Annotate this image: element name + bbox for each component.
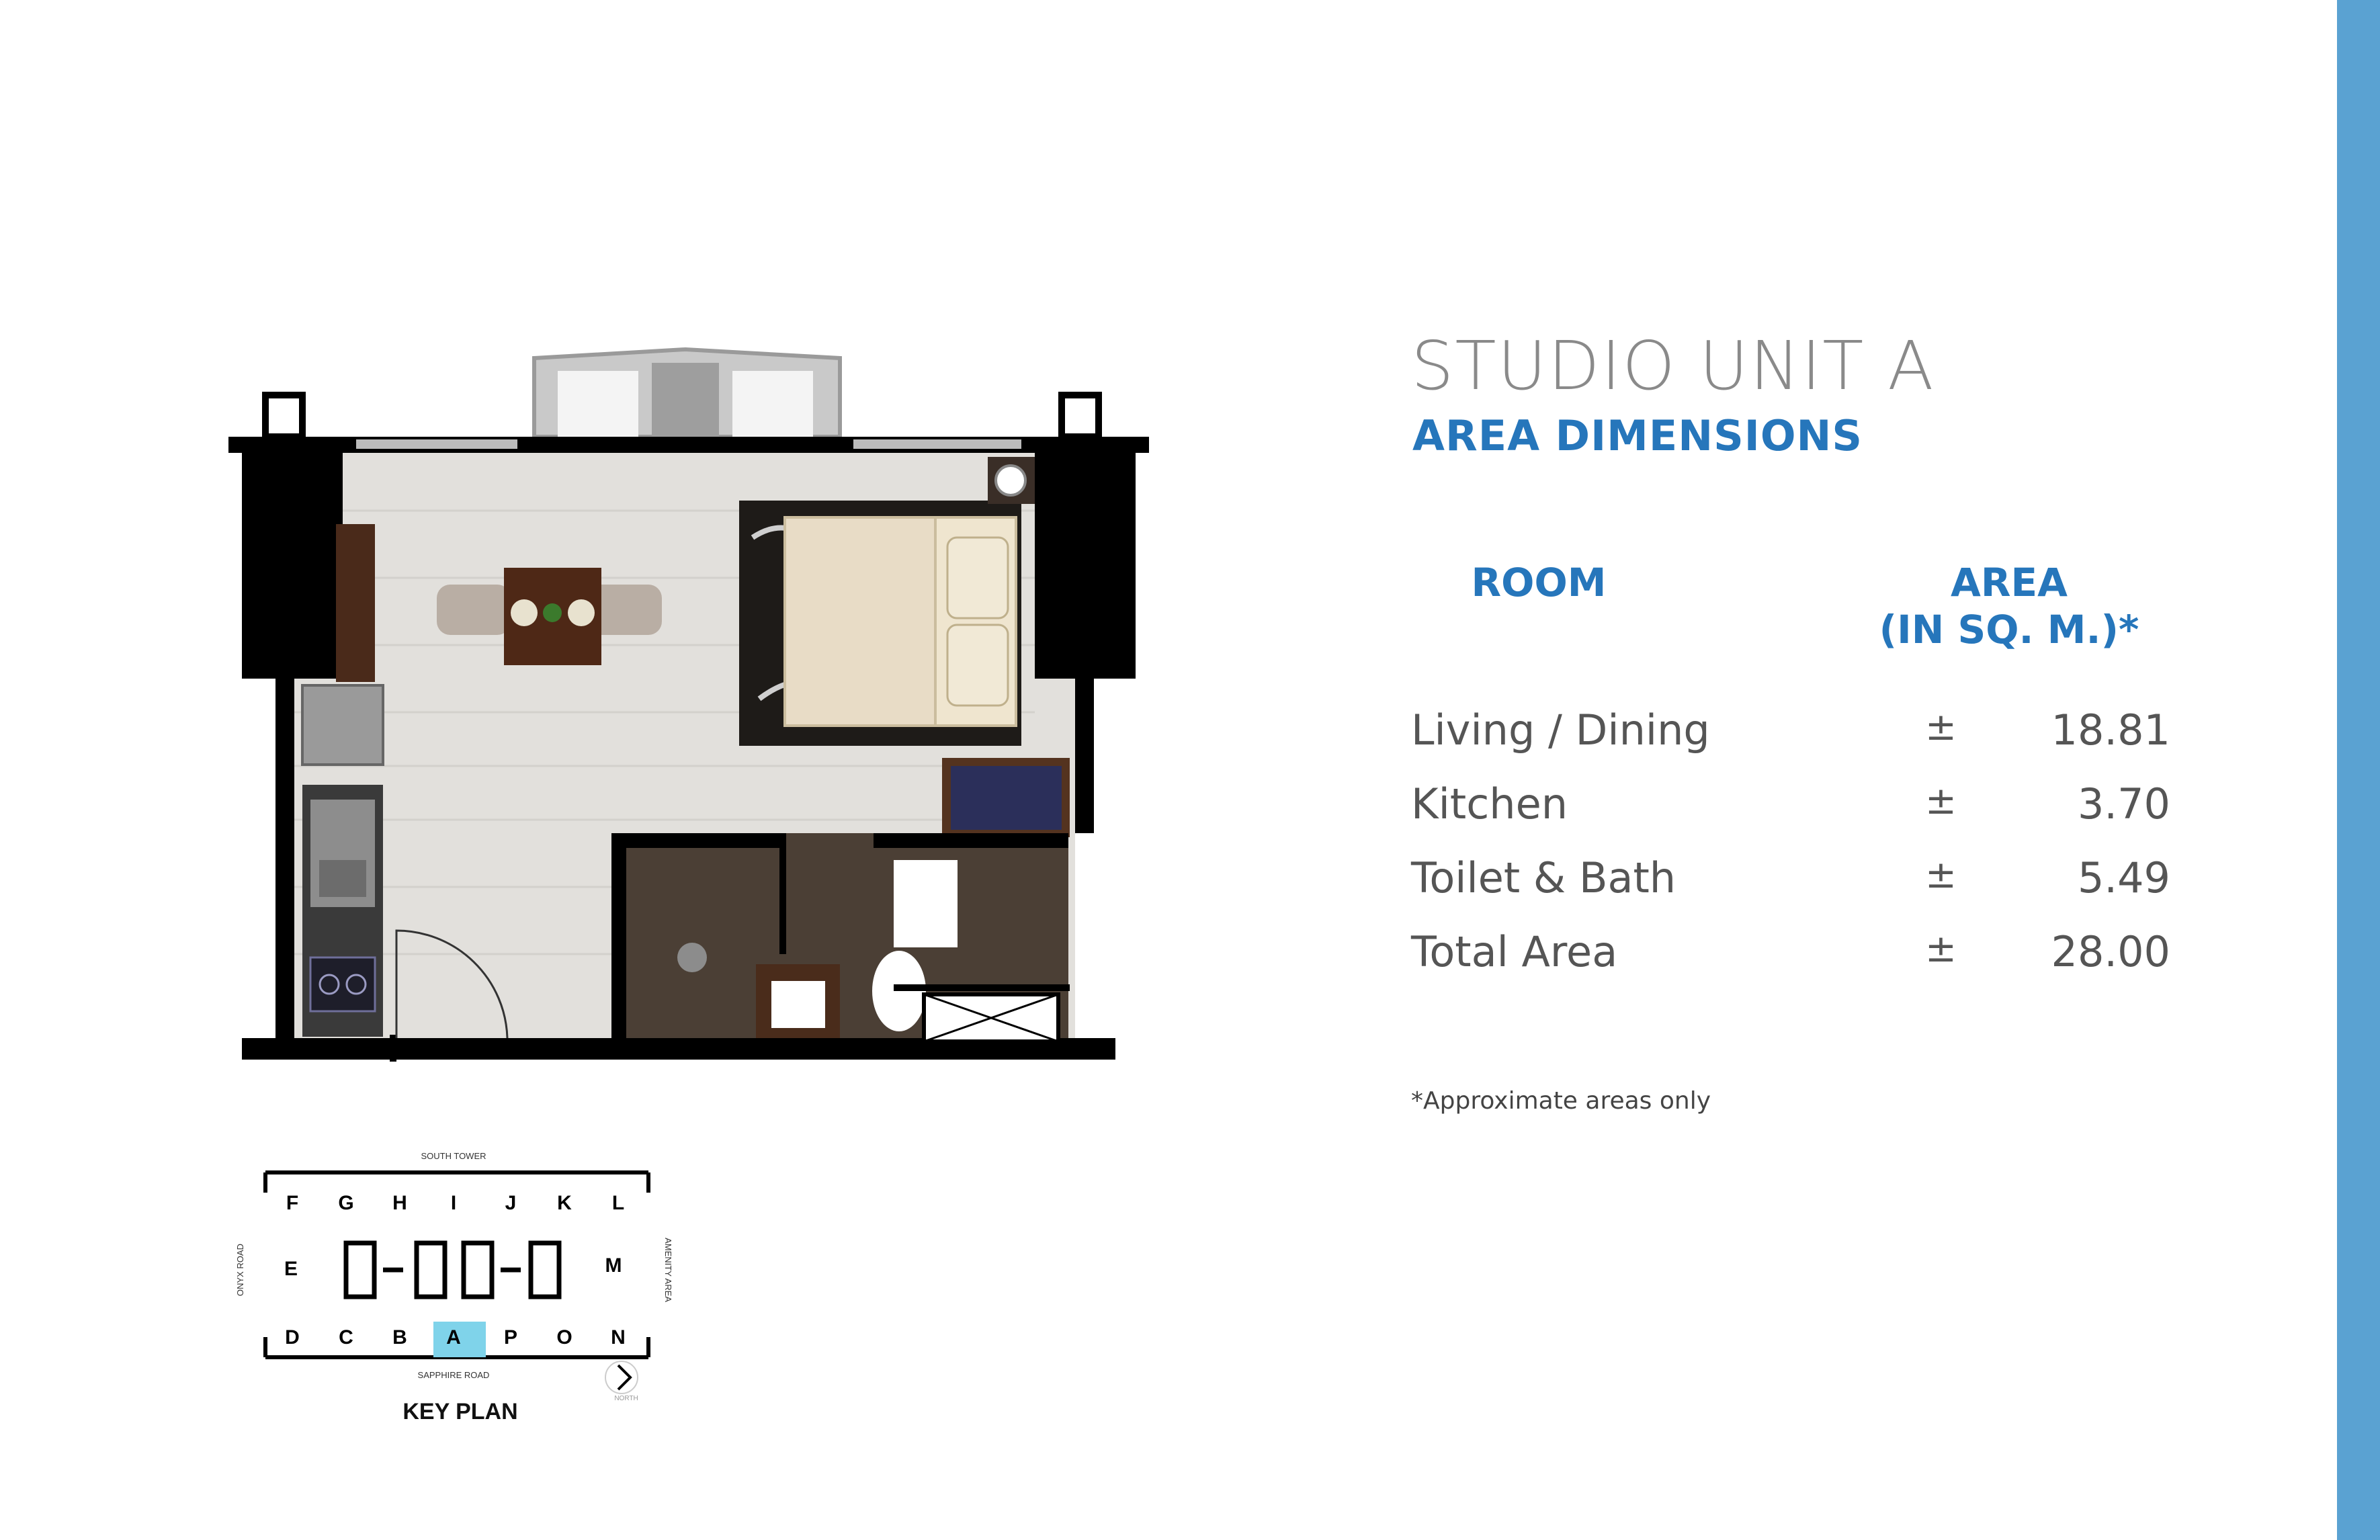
- room-area: 18.81: [2051, 705, 2171, 755]
- highlight-unit-a: [433, 1322, 486, 1357]
- unit-m: M: [605, 1254, 622, 1277]
- unit-b: B: [392, 1326, 407, 1349]
- key-plan-title: KEY PLAN: [402, 1399, 518, 1424]
- toilet-bath: [611, 833, 1070, 1043]
- unit-d: D: [285, 1326, 300, 1349]
- unit-c: C: [339, 1326, 353, 1349]
- kitchen-counter: [301, 684, 384, 1037]
- unit-j: J: [505, 1192, 517, 1214]
- unit-l: L: [612, 1192, 624, 1214]
- column-header-room: ROOM: [1471, 560, 1607, 605]
- unit-title: STUDIO UNIT A: [1411, 327, 1935, 405]
- unit-h: H: [392, 1192, 407, 1214]
- room-name: Total Area: [1411, 927, 1618, 976]
- floor-plan-illustration: [222, 336, 1162, 1075]
- unit-e: E: [284, 1258, 298, 1280]
- plus-minus: ±: [1925, 779, 1957, 823]
- entry-door: [390, 929, 509, 1062]
- unit-g: G: [338, 1192, 353, 1214]
- plus-minus: ±: [1925, 705, 1957, 749]
- plus-minus: ±: [1925, 927, 1957, 971]
- unit-k: K: [557, 1192, 572, 1214]
- bed: [739, 457, 1035, 746]
- balcony: [532, 347, 842, 439]
- keyplan-north-label: SOUTH TOWER: [421, 1151, 486, 1161]
- room-area: 5.49: [2077, 853, 2170, 902]
- table-row: Kitchen ± 3.70: [1411, 779, 2170, 840]
- room-name: Kitchen: [1411, 779, 1568, 828]
- table-row: Toilet & Bath ± 5.49: [1411, 853, 2170, 914]
- dining-set: [437, 568, 662, 665]
- tv-cabinet: [336, 524, 375, 682]
- footnote: *Approximate areas only: [1411, 1087, 1711, 1115]
- key-plan: SOUTH TOWER SAPPHIRE ROAD ONYX ROAD AMEN…: [235, 1142, 672, 1431]
- area-dimensions-heading: AREA DIMENSIONS: [1412, 411, 1863, 460]
- table-row: Living / Dining ± 18.81: [1411, 705, 2170, 766]
- room-name: Toilet & Bath: [1411, 853, 1676, 902]
- unit-n: N: [611, 1326, 626, 1349]
- room-name: Living / Dining: [1411, 705, 1710, 755]
- unit-i: I: [451, 1192, 456, 1214]
- north-arrow-icon: NORTH: [605, 1361, 638, 1402]
- keyplan-south-label: SAPPHIRE ROAD: [418, 1370, 490, 1380]
- room-area: 3.70: [2077, 779, 2170, 828]
- keyplan-east-label: AMENITY AREA: [663, 1238, 672, 1302]
- unit-p: P: [504, 1326, 517, 1349]
- column-header-area: AREA (IN SQ. M.)*: [1879, 560, 2139, 652]
- room-area: 28.00: [2051, 927, 2171, 976]
- svg-text:NORTH: NORTH: [614, 1395, 638, 1402]
- plus-minus: ±: [1925, 853, 1957, 897]
- table-row: Total Area ± 28.00: [1411, 927, 2170, 988]
- unit-a: A: [446, 1326, 461, 1349]
- unit-o: O: [556, 1326, 572, 1349]
- shoe-rack: [942, 758, 1070, 837]
- side-color-band: [2337, 0, 2380, 1540]
- unit-f: F: [286, 1192, 298, 1214]
- keyplan-west-label: ONYX ROAD: [235, 1244, 245, 1296]
